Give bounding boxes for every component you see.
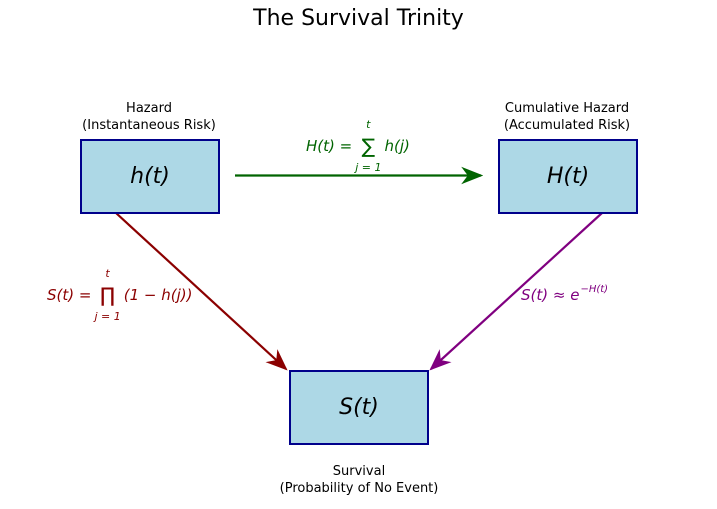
cumulative-symbol: H(t) (546, 164, 590, 189)
survival-symbol: S(t) (339, 395, 379, 420)
hazard-label: Hazard (Instantaneous Risk) (39, 100, 259, 134)
formula-rhs: h(j) (384, 136, 410, 155)
survival-label-subtitle: (Probability of No Event) (279, 481, 439, 496)
cumulative-label: Cumulative Hazard (Accumulated Risk) (457, 100, 677, 134)
formula-lhs: S(t) = (47, 285, 92, 304)
cumulative-hazard-formula: H(t) = t ∑ j = 1 h(j) (306, 118, 410, 175)
hazard-symbol: h(t) (130, 164, 170, 189)
cumulative-label-title: Cumulative Hazard (504, 101, 630, 116)
survival-label: Survival (Probability of No Event) (249, 463, 469, 497)
formula-exponent: −H(t) (580, 284, 609, 295)
sum-symbol: ∑ (361, 134, 376, 158)
upper-limit: t (105, 267, 110, 280)
lower-limit: j = 1 (355, 161, 382, 174)
arrow-hazard-to-survival (115, 212, 288, 371)
survival-exponential-formula: S(t) ≈ e−H(t) (521, 284, 609, 306)
product-symbol: ∏ (100, 283, 116, 307)
arrow-cumulative-to-survival (429, 212, 603, 371)
survival-label-title: Survival (332, 464, 386, 479)
hazard-node: h(t) (80, 139, 220, 214)
hazard-label-subtitle: (Instantaneous Risk) (82, 118, 216, 133)
formula-rhs: (1 − h(j)) (123, 285, 193, 304)
upper-limit: t (366, 118, 371, 131)
formula-lhs: H(t) = (306, 136, 353, 155)
hazard-label-title: Hazard (126, 101, 172, 116)
diagram-title: The Survival Trinity (253, 6, 464, 31)
product-operator: t ∏ j = 1 (94, 267, 120, 324)
survival-node: S(t) (289, 370, 429, 445)
formula-lhs: S(t) ≈ e (521, 286, 580, 304)
lower-limit: j = 1 (94, 310, 121, 323)
survival-product-formula: S(t) = t ∏ j = 1 (1 − h(j)) (47, 267, 192, 324)
sum-operator: t ∑ j = 1 (355, 118, 381, 175)
cumulative-label-subtitle: (Accumulated Risk) (503, 118, 631, 133)
cumulative-hazard-node: H(t) (498, 139, 638, 214)
